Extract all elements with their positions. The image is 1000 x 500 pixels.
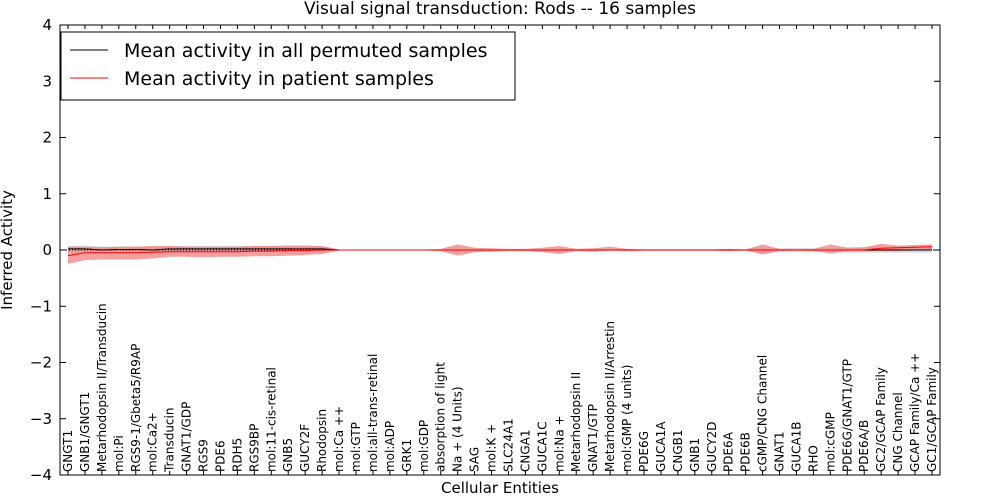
x-tick-label: GNGT1 [61,430,75,472]
x-tick-label: Metarhodopsin II/Arrestin [603,321,617,472]
x-tick-label: Na + (4 Units) [451,386,465,472]
x-tick-label: GNAT1/GTP [586,404,600,472]
legend-label-patient: Mean activity in patient samples [124,68,434,90]
x-tick-label: PDE6G/GNAT1/GTP [840,359,854,472]
x-tick-label: PDE6A/B [857,420,871,472]
legend-frame [60,31,516,101]
x-tick-label: cGMP/CNG Channel [756,355,770,472]
y-tick-label: −3 [30,410,52,428]
x-tick-label: Transducin [163,408,177,473]
x-axis-label: Cellular Entities [441,479,559,497]
x-tick-label: Metarhodopsin II/Transducin [95,303,109,472]
x-tick-label: CNGA1 [518,430,532,473]
x-tick-label: RGS9 [197,439,211,472]
x-tick-label: Rhodopsin [315,409,329,472]
x-tick-label: SAG [468,447,482,472]
x-tick-label: GNAT1/GDP [180,402,194,472]
x-tick-label: GNB1 [688,438,702,472]
y-tick-label: −2 [30,354,52,372]
x-tick-label: mol:cGMP [823,412,837,472]
y-tick-label: −1 [30,297,52,315]
x-tick-label: mol:K + [485,424,499,472]
x-tick-label: mol:Ca2+ [146,412,160,472]
y-tick-label: 0 [42,241,52,259]
x-tick-label: CNG Channel [891,392,905,472]
x-tick-label: PDE6B [739,432,753,472]
y-tick-label: 2 [42,129,52,147]
x-tick-label: GCAP Family/Ca ++ [908,353,922,472]
x-tick-label: GNB5 [281,438,295,472]
x-tick-label: absorption of light [434,362,448,472]
x-tick-label: mol:GMP (4 units) [620,365,634,472]
x-tick-label: GNAT1 [773,431,787,472]
x-tick-label: GUCY2F [298,424,312,472]
x-tick-label: mol:all-trans-retinal [366,354,380,472]
x-tick-label: mol:GDP [417,420,431,472]
x-tick-label: mol:Na + [552,415,566,472]
y-tick-label: 1 [42,185,52,203]
x-tick-label: RGS9BP [247,424,261,472]
y-tick-label: 4 [42,16,52,34]
x-tick-label: GNB1/GNGT1 [78,392,92,472]
x-tick-label: PDE6 [213,440,227,472]
x-tick-label: GUCY2D [705,422,719,472]
x-tick-label: RHO [806,445,820,472]
x-tick-label: GUCA1C [535,421,549,472]
x-tick-label: mol:Ca ++ [332,406,346,472]
x-tick-label: GC2/GCAP Family [874,367,888,472]
x-tick-label: PDE6G [637,431,651,472]
y-tick-label: −4 [30,466,52,484]
x-tick-label: mol:Pi [112,435,126,472]
x-tick-label: Metarhodopsin II [569,372,583,472]
x-tick-label: CNGB1 [671,429,685,472]
legend: Mean activity in all permuted samples Me… [60,31,516,101]
x-tick-label: mol:ADP [383,421,397,472]
x-tick-label: GUCA1B [789,421,803,472]
chart-title: Visual signal transduction: Rods -- 16 s… [304,0,696,19]
line-series-1 [67,246,933,257]
x-tick-label: GRK1 [400,439,414,472]
series-lines [67,246,933,257]
x-tick-label: mol:GTP [349,422,363,472]
y-axis-label: Inferred Activity [0,190,16,310]
x-tick-label: RDH5 [230,438,244,472]
x-tick-label: mol:11-cis-retinal [264,367,278,472]
legend-label-permuted: Mean activity in all permuted samples [124,40,487,62]
x-tick-label: RGS9-1/Gbeta5/R9AP [129,344,143,472]
y-tick-label: 3 [42,72,52,90]
x-tick-label: PDE6A [722,431,736,472]
x-tick-label: SLC24A1 [501,418,515,472]
y-axis-ticks: 4 3 2 1 0 −1 −2 −3 −4 [30,16,940,484]
x-tick-label: GUCA1A [654,421,668,472]
x-tick-label: GC1/GCAP Family [925,367,939,472]
